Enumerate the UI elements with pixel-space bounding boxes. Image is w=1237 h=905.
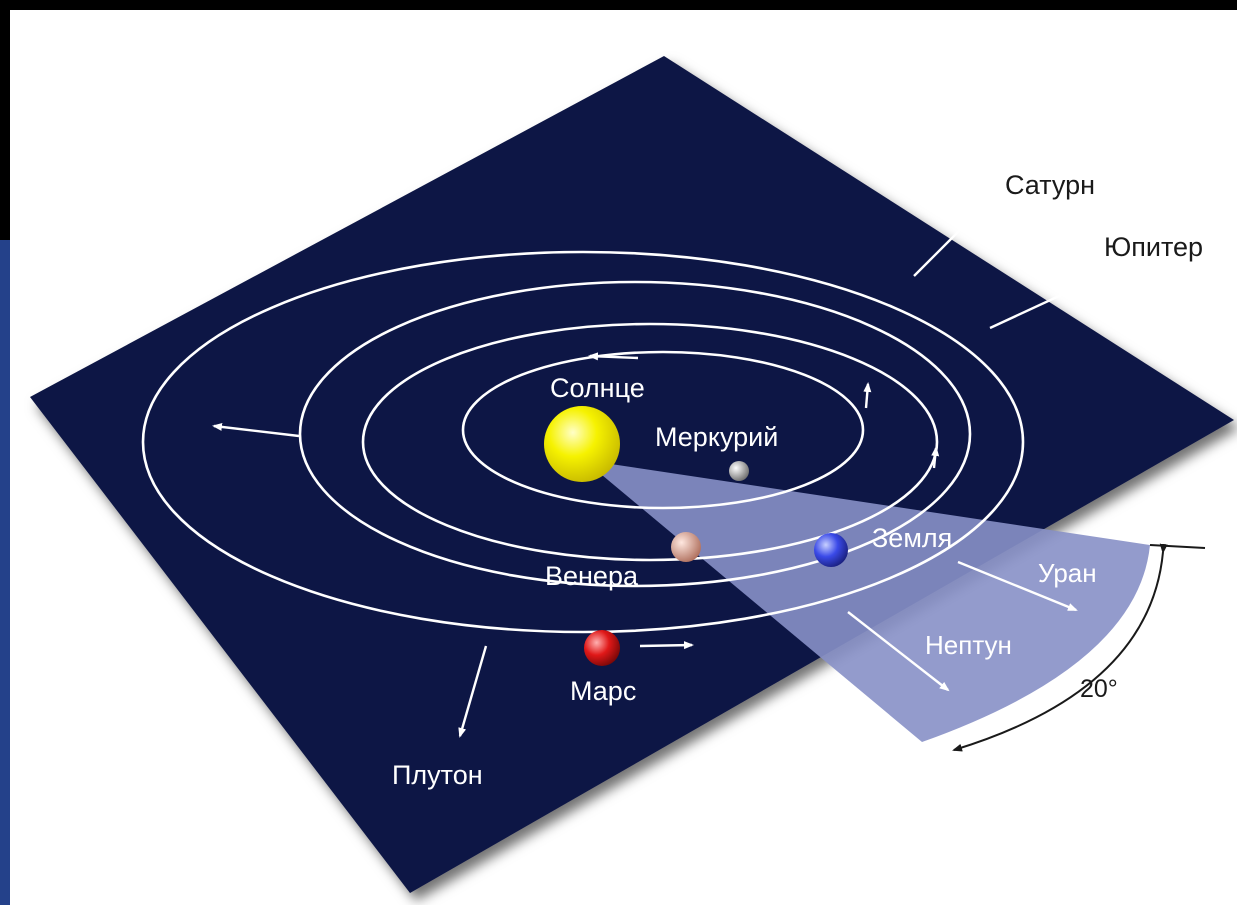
pluto-arrow — [458, 645, 488, 738]
orbit-arrow-inner — [588, 352, 639, 361]
mercury-icon — [729, 461, 749, 481]
mars-icon — [584, 630, 620, 666]
sun-label: Солнце — [550, 373, 645, 403]
mercury-label: Меркурий — [655, 422, 778, 452]
jupiter-arrow — [989, 276, 1100, 330]
mars-label: Марс — [570, 676, 636, 706]
saturn-arrow — [913, 188, 1002, 277]
angle-arc — [952, 543, 1168, 752]
jupiter-label: Юпитер — [1104, 232, 1203, 262]
arrow-left — [212, 422, 300, 438]
earth-label: Земля — [872, 523, 952, 553]
sun-icon — [544, 406, 620, 482]
pluto-label: Плутон — [392, 760, 483, 790]
uranus-label: Уран — [1038, 558, 1097, 588]
venus-label: Венера — [545, 561, 639, 591]
third-orbit — [298, 280, 972, 588]
neptune-arrow — [847, 611, 950, 692]
neptune-label: Нептун — [925, 630, 1012, 660]
saturn-label: Сатурн — [1005, 170, 1095, 200]
second-orbit — [361, 322, 939, 562]
orbit-arrow-right — [863, 382, 872, 409]
angle-label: 20° — [1080, 675, 1118, 703]
left-blue-strip — [0, 240, 10, 905]
outer-orbit — [141, 250, 1025, 634]
inner-orbit — [461, 350, 865, 510]
orbit-arrow-mars — [639, 641, 694, 650]
venus-icon — [671, 532, 701, 562]
orbit-arrow-earth — [931, 446, 940, 469]
earth-icon — [814, 533, 848, 567]
